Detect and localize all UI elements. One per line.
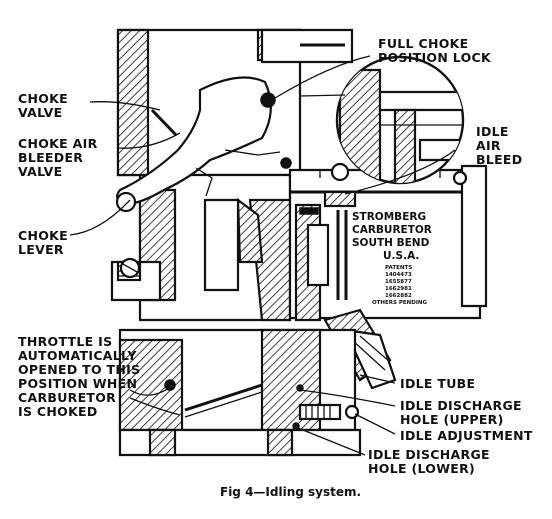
plate-line3: SOUTH BEND [352, 237, 430, 249]
label-throttle-line3: OPENED TO THIS [18, 362, 140, 377]
label-idle-lower-line2: HOLE (LOWER) [368, 461, 475, 476]
label-choke-lever-line1: CHOKE [18, 228, 68, 243]
plate-line6: 1404473 [385, 272, 412, 278]
plate-line5: PATENTS [385, 265, 412, 271]
label-choke-air-line2: BLEEDER [18, 150, 83, 165]
label-choke-lever-line2: LEVER [18, 242, 64, 257]
choke-lock-detail [299, 55, 465, 185]
label-idle-tube: IDLE TUBE [400, 376, 475, 391]
label-idle-air-line1: IDLE [476, 124, 509, 139]
label-full-choke-line2: POSITION LOCK [378, 50, 492, 65]
label-idle-adjustment: IDLE ADJUSTMENT [400, 428, 533, 443]
label-throttle-line5: CARBURETOR [18, 390, 116, 405]
label-idle-upper-line1: IDLE DISCHARGE [400, 398, 522, 413]
carburetor-body [110, 28, 488, 457]
label-full-choke-line1: FULL CHOKE [378, 36, 468, 51]
label-idle-upper-line2: HOLE (UPPER) [400, 412, 504, 427]
plate-line2: CARBURETOR [352, 224, 432, 236]
plate-line8: 1662981 [385, 286, 412, 292]
plate-line10: OTHERS PENDING [372, 300, 428, 306]
label-throttle-line2: AUTOMATICALLY [18, 348, 137, 363]
leader-lines [69, 55, 456, 456]
figure-caption: Fig 4—Idling system. [220, 485, 361, 499]
label-throttle-line1: THROTTLE IS [18, 334, 112, 349]
label-choke-air-line1: CHOKE AIR [18, 136, 98, 151]
label-throttle-line6: IS CHOKED [18, 404, 98, 419]
plate-line7: 1655877 [385, 279, 412, 285]
stromberg-nameplate: STROMBERG CARBURETOR SOUTH BEND U.S.A. P… [352, 211, 432, 306]
plate-line9: 1662882 [385, 293, 412, 299]
label-choke-valve-line1: CHOKE [18, 91, 68, 106]
label-throttle-line4: POSITION WHEN [18, 376, 137, 391]
plate-line4: U.S.A. [383, 250, 419, 262]
label-choke-valve-line2: VALVE [18, 105, 62, 120]
label-idle-lower-line1: IDLE DISCHARGE [368, 447, 490, 462]
label-choke-air-line3: VALVE [18, 164, 62, 179]
label-idle-air-line2: AIR [476, 138, 501, 153]
label-idle-air-line3: BLEED [476, 152, 522, 167]
plate-line1: STROMBERG [352, 211, 426, 223]
